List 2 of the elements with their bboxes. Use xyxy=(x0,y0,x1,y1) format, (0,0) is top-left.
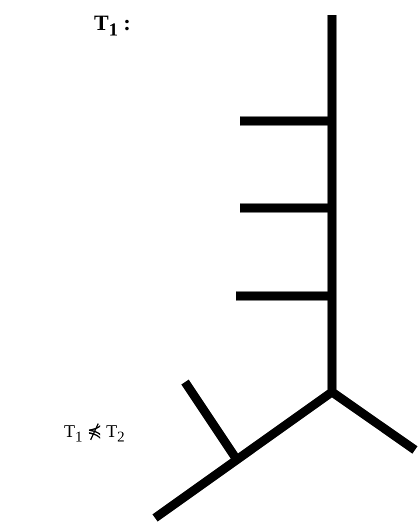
tree-name: T$_{1}$ : xyxy=(94,10,131,40)
relation-note: T$_{1}$ ⋠ T$_{2}$ xyxy=(64,420,125,447)
